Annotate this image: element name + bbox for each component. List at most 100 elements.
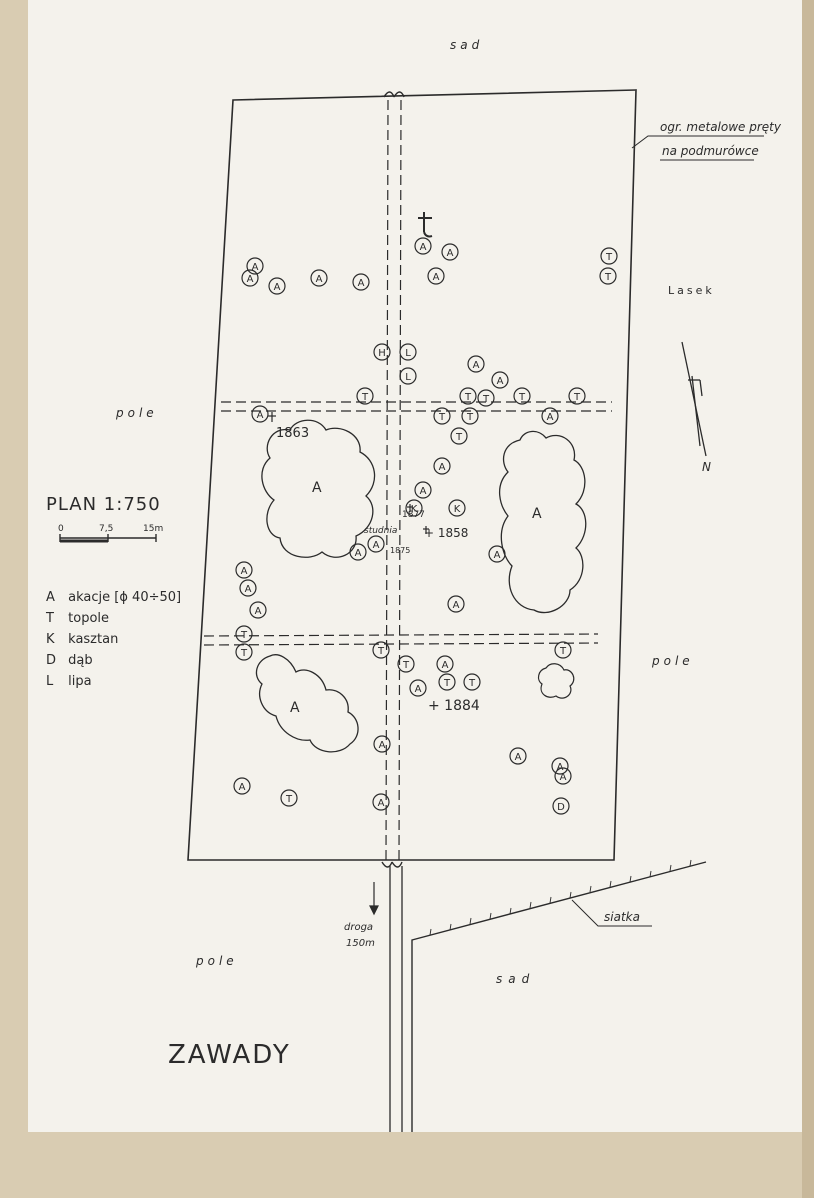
group-label-southwest: A [290,700,300,716]
tree-circle [459,387,477,405]
tree-marker: A [241,269,259,287]
date-1884: + 1884 [428,698,480,714]
tree-letter: A [415,684,422,695]
label-top-sad: sad [450,38,484,52]
label-north: N [702,460,711,474]
tree-letter: A [420,242,427,253]
tree-circle [399,343,417,361]
tree-marker: A [441,243,459,261]
tree-letter: A [257,410,264,421]
tree-circle [467,355,485,373]
tree-circle [599,267,617,285]
tree-marker: A [433,457,451,475]
legend-code: T [46,611,54,626]
tree-circle [235,625,253,643]
grave-crosses [268,412,429,534]
tree-letter: K [454,504,461,515]
legend-row-a: A akacje [ϕ 40÷50] [46,590,181,605]
tree-marker: T [433,407,451,425]
scale-tick-end: 15m [143,524,164,534]
tree-circle [397,655,415,673]
tree-letter: T [377,646,385,657]
tree-circle [441,243,459,261]
tree-letter: A [497,376,504,387]
tree-letter: A [560,772,567,783]
tree-circle [568,387,586,405]
tree-marker: A [246,257,264,275]
tree-circle [251,405,269,423]
tree-marker: A [367,535,385,553]
fence-annotation-line1: ogr. metalowe pręty [660,120,781,134]
legend-text: kasztan [68,632,119,647]
tree-letter: T [438,412,446,423]
tree-marker: T [438,673,456,691]
tree-letter: A [274,282,281,293]
tree-group-west [261,419,376,558]
tree-letter: A [373,540,380,551]
tree-letter: A [252,262,259,273]
tree-circle [554,767,572,785]
tree-circle [477,389,495,407]
tree-letter: H [378,348,386,359]
legend-code: L [46,674,54,689]
legend-code: K [46,632,55,647]
date-1875: 1875 [390,546,411,555]
tree-circle [239,579,257,597]
tree-letter: A [557,762,564,773]
tree-marker: T [554,641,572,659]
tree-letter: A [447,248,454,259]
tree-marker: T [463,673,481,691]
tree-letter: A [245,584,252,595]
tree-marker: A [491,371,509,389]
tree-circle [235,561,253,579]
orchard-fence [411,861,707,1132]
fence-leader [631,135,764,149]
gate-bottom [381,861,403,868]
tree-circle [372,641,390,659]
tree-letter: A [442,660,449,671]
tree-marker: A [372,793,390,811]
legend-text: topole [68,611,110,626]
tree-marker: A [414,237,432,255]
tree-marker: A [310,269,328,287]
tree-marker: A [427,267,445,285]
tree-circle [246,257,264,275]
tree-circle [551,757,569,775]
tree-letter: T [402,660,410,671]
tree-letter: A [494,550,501,561]
scale-bar [59,534,157,543]
legend-row-k: K kasztan [46,632,181,647]
tree-letter: A [239,782,246,793]
tree-circle [414,481,432,499]
tree-group-east [499,430,587,614]
tree-letter: A [515,752,522,763]
tree-marker: T [477,389,495,407]
tree-letter: A [255,606,262,617]
tree-circle [280,789,298,807]
label-pole-east: pole [652,654,694,668]
tree-circle [461,407,479,425]
orchard-fence-ticks [429,859,692,936]
cross-symbol [418,212,433,238]
tree-letter: A [378,798,385,809]
tree-marker: A [541,407,559,425]
label-studnia: studnia [364,526,398,536]
tree-letter: T [468,678,476,689]
tree-circle [367,535,385,553]
legend-text: dąb [68,653,93,668]
tree-circle [373,735,391,753]
tree-marker: T [599,267,617,285]
label-road-1: droga [344,922,374,933]
tree-marker: T [280,789,298,807]
tree-circle [414,237,432,255]
tree-letter: A [453,600,460,611]
tree-circle [463,673,481,691]
label-sad-south: sad [496,972,536,986]
tree-letter: A [379,740,386,751]
tree-circle [310,269,328,287]
legend-code: D [46,653,57,668]
tree-letter: L [405,372,411,383]
tree-circle [438,673,456,691]
label-road-2: 150m [346,938,375,949]
